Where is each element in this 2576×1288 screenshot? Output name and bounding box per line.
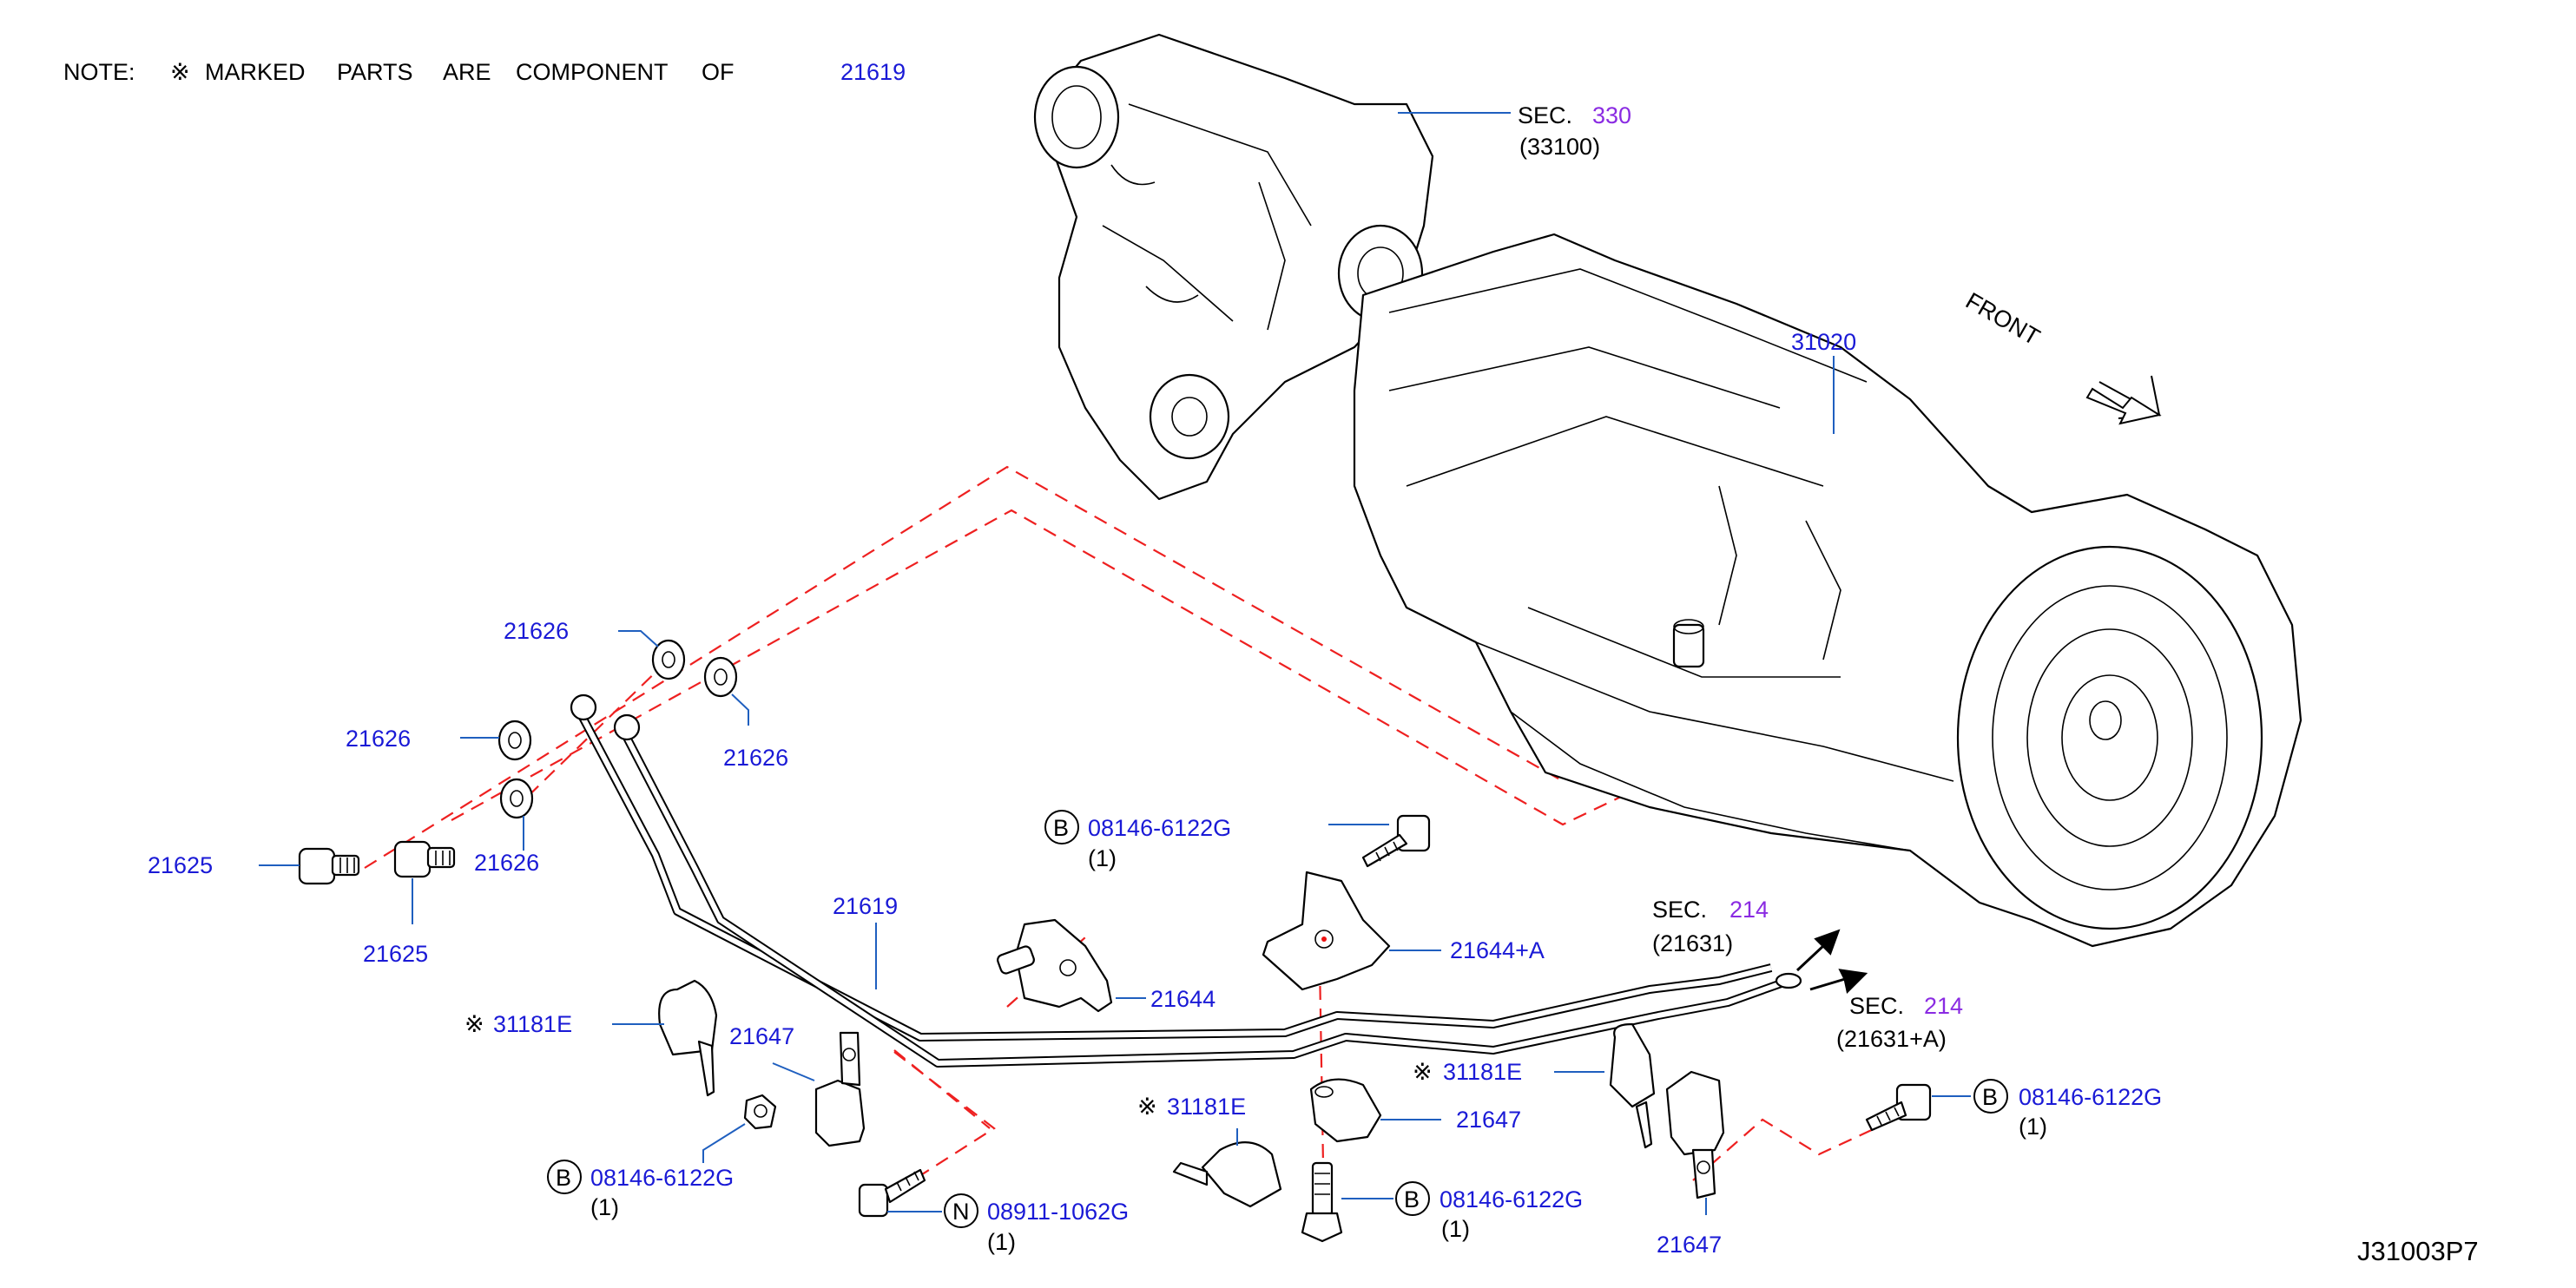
part-31181E[interactable]: 31181E — [1443, 1059, 1522, 1085]
qty: (1) — [590, 1194, 619, 1220]
fastener-b-right-callout[interactable]: B 08146-6122G (1) — [1973, 1079, 2162, 1140]
transfer-case[interactable] — [1033, 33, 1434, 501]
eye-bolt[interactable] — [298, 847, 360, 885]
part-08911-1062G[interactable]: 08911-1062G — [987, 1199, 1129, 1225]
part-08146-6122G[interactable]: 08146-6122G — [1088, 815, 1231, 841]
washers — [497, 639, 738, 819]
clip-right[interactable] — [1609, 1022, 1656, 1149]
part-21625[interactable]: 21625 — [148, 852, 213, 878]
part-21647[interactable]: 21647 — [1456, 1107, 1521, 1133]
qty: (1) — [987, 1229, 1016, 1255]
note-line: NOTE: ※ MARKED PARTS ARE COMPONENT OF 21… — [63, 59, 906, 85]
clamp-middle[interactable] — [1309, 1078, 1382, 1143]
part-21647[interactable]: 21647 — [729, 1023, 794, 1049]
note-mark: ※ — [170, 59, 190, 85]
note-ref-link[interactable]: 21619 — [840, 59, 906, 85]
cooler-tube[interactable] — [570, 693, 1802, 1068]
sec-label: SEC. — [1518, 102, 1572, 128]
sec-sub: (21631+A) — [1836, 1026, 1947, 1052]
qty: (1) — [1441, 1216, 1470, 1242]
part-31181E[interactable]: 31181E — [493, 1011, 572, 1037]
part-21644-A[interactable]: 21644+A — [1450, 937, 1545, 963]
clamp-right[interactable] — [1665, 1070, 1725, 1199]
part-21626[interactable]: 21626 — [346, 726, 411, 752]
eye-bolts — [298, 840, 456, 885]
part-31181E[interactable]: 31181E — [1167, 1094, 1246, 1120]
bolt-n[interactable] — [858, 1168, 926, 1218]
clamp-left[interactable] — [814, 1031, 866, 1147]
bolt-middle[interactable] — [1301, 1161, 1343, 1243]
nut-left[interactable] — [743, 1094, 777, 1130]
note-word: ARE — [443, 59, 491, 85]
section-330-callout[interactable]: SEC. 330 (33100) — [1518, 102, 1631, 160]
b-circle-icon: B — [1053, 815, 1069, 841]
bracket-a[interactable] — [1262, 871, 1391, 991]
washer[interactable] — [499, 778, 534, 819]
bracket[interactable] — [996, 918, 1113, 1013]
mark-symbol: ※ — [464, 1011, 484, 1037]
note-word: PARTS — [337, 59, 413, 85]
transmission[interactable] — [1353, 233, 2303, 948]
part-21619[interactable]: 21619 — [833, 893, 898, 919]
sec-number[interactable]: 214 — [1924, 993, 1963, 1019]
qty: (1) — [1088, 845, 1117, 871]
sec-214-arrows — [1795, 929, 1868, 995]
clip-middle[interactable] — [1172, 1141, 1282, 1208]
sec-label: SEC. — [1849, 993, 1904, 1019]
washer[interactable] — [651, 639, 686, 680]
washer[interactable] — [497, 720, 532, 761]
part-08146-6122G[interactable]: 08146-6122G — [590, 1165, 734, 1191]
diagram-code: J31003P7 — [2357, 1236, 2479, 1266]
section-214-a-callout[interactable]: SEC. 214 (21631+A) — [1836, 993, 1963, 1052]
part-31020[interactable]: 31020 — [1791, 329, 1856, 355]
sec-number[interactable]: 330 — [1592, 102, 1631, 128]
part-21626[interactable]: 21626 — [474, 850, 539, 876]
note-word: MARKED — [205, 59, 306, 85]
part-21625[interactable]: 21625 — [363, 941, 428, 967]
fastener-b-middle-callout[interactable]: B 08146-6122G (1) — [1395, 1181, 1583, 1242]
sec-label: SEC. — [1652, 897, 1707, 923]
note-word: OF — [702, 59, 735, 85]
washer[interactable] — [703, 656, 738, 698]
mark-symbol: ※ — [1413, 1059, 1433, 1085]
clip-left[interactable] — [658, 979, 718, 1097]
note-word: COMPONENT — [516, 59, 669, 85]
b-circle-icon: B — [556, 1165, 571, 1191]
part-21647[interactable]: 21647 — [1657, 1232, 1722, 1258]
part-21626[interactable]: 21626 — [723, 745, 788, 771]
part-21644[interactable]: 21644 — [1150, 986, 1216, 1012]
qty: (1) — [2019, 1114, 2047, 1140]
sec-sub: (33100) — [1519, 134, 1600, 160]
front-indicator: FRONT — [1961, 287, 2162, 425]
eye-bolt[interactable] — [393, 840, 456, 878]
fastener-b-top-callout[interactable]: B 08146-6122G (1) — [1044, 810, 1231, 871]
fastener-n-callout[interactable]: N 08911-1062G (1) — [944, 1193, 1129, 1255]
front-label: FRONT — [1961, 287, 2045, 350]
b-circle-icon: B — [1404, 1186, 1420, 1212]
part-21626[interactable]: 21626 — [504, 618, 569, 644]
part-08146-6122G[interactable]: 08146-6122G — [1440, 1186, 1583, 1212]
bolt-top[interactable] — [1361, 814, 1431, 868]
note-prefix: NOTE: — [63, 59, 135, 85]
sec-sub: (21631) — [1652, 930, 1733, 956]
sec-number[interactable]: 214 — [1729, 897, 1769, 923]
fastener-b-left-callout[interactable]: B 08146-6122G (1) — [547, 1160, 734, 1220]
b-circle-icon: B — [1982, 1084, 1998, 1110]
front-arrow-shaft-icon — [2085, 387, 2162, 425]
section-214-callout[interactable]: SEC. 214 (21631) — [1652, 897, 1769, 956]
n-circle-icon: N — [952, 1199, 970, 1225]
mark-symbol: ※ — [1137, 1094, 1157, 1120]
bolt-right[interactable] — [1865, 1083, 1932, 1132]
part-08146-6122G[interactable]: 08146-6122G — [2019, 1084, 2162, 1110]
